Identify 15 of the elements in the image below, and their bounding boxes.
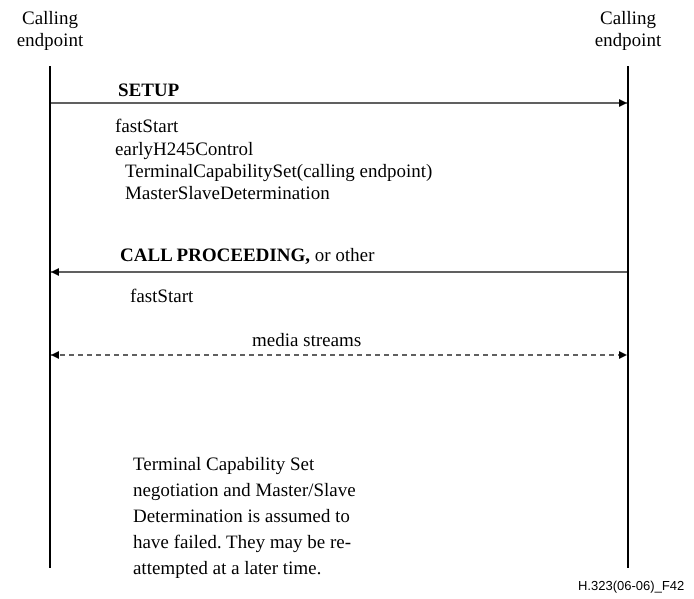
message-arrow [51, 351, 627, 359]
message-label: CALL PROCEEDING, or other [120, 245, 374, 267]
participant-label: Calling endpoint [594, 8, 662, 52]
message-arrow [51, 268, 627, 276]
message-label: SETUP [118, 80, 180, 102]
participant-label: Calling endpoint [16, 8, 84, 52]
figure-id: H.323(06-06)_F42 [578, 578, 684, 594]
parameter-text: TerminalCapabilitySet(calling endpoint) [125, 161, 432, 183]
message-arrow [51, 99, 627, 107]
parameter-text: fastStart [130, 286, 194, 308]
parameter-text: earlyH245Control [115, 139, 254, 161]
parameter-text: MasterSlaveDetermination [125, 183, 330, 205]
note-text: Terminal Capability Set negotiation and Master/Slave Determination is assumed to have failed. They may be re-attempted at a later time. [133, 453, 357, 581]
message-label: media streams [252, 330, 362, 352]
parameter-text: fastStart [115, 116, 178, 138]
